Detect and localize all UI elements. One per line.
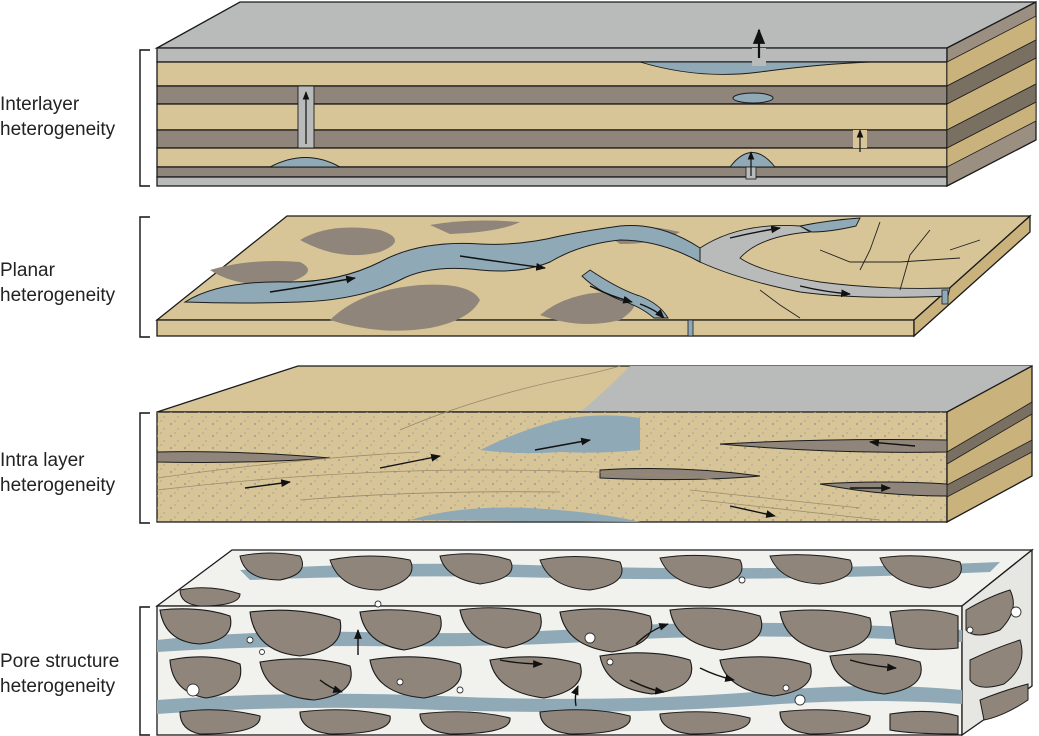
intra-arrow-3 xyxy=(534,437,591,451)
planar-arrow-1 xyxy=(269,275,356,293)
pore-arrow-4 xyxy=(629,679,665,695)
intra-arrow-4 xyxy=(869,438,916,447)
interlayer-sand-2 xyxy=(156,103,948,131)
planar-front-face xyxy=(156,319,915,337)
label-pore-structure-line1: Pore structure xyxy=(0,651,120,672)
pore-grains-top xyxy=(179,552,962,607)
planar-front-fracture xyxy=(687,319,694,337)
planar-arrow-6 xyxy=(799,285,851,298)
block-interlayer xyxy=(154,0,1037,188)
planar-arrow-5 xyxy=(729,225,781,239)
interlayer-top-face xyxy=(154,1,1037,49)
bracket-interlayer xyxy=(139,49,150,187)
planar-side-face xyxy=(913,214,1031,338)
planar-arrow-4 xyxy=(639,303,665,319)
intra-water xyxy=(480,415,640,454)
planar-main-channel xyxy=(183,225,701,304)
pore-grains-side xyxy=(965,589,1029,721)
pore-arrow-1 xyxy=(319,679,343,693)
bracket-group xyxy=(139,49,150,736)
label-intra-layer-line1: Intra layer xyxy=(0,450,85,471)
block-planar xyxy=(155,214,1032,338)
pore-arrow-7 xyxy=(849,659,897,672)
label-interlayer: Interlayer heterogeneity xyxy=(0,92,135,142)
intra-arrow-1 xyxy=(244,479,291,489)
label-intra-layer: Intra layer heterogeneity xyxy=(0,448,135,498)
interlayer-mud-2 xyxy=(156,129,948,149)
label-pore-structure-line2: heterogeneity xyxy=(0,676,116,697)
label-intra-layer-line2: heterogeneity xyxy=(0,475,116,496)
bracket-pore-structure xyxy=(139,606,150,736)
label-interlayer-line2: heterogeneity xyxy=(0,119,116,140)
bracket-planar xyxy=(139,216,150,338)
interlayer-water-bottom-mid xyxy=(729,152,776,168)
planar-arrow-3 xyxy=(589,285,633,304)
label-planar-line2: heterogeneity xyxy=(0,285,116,306)
intra-bedding-lines xyxy=(156,365,881,521)
intra-arrow-6 xyxy=(729,505,776,518)
bracket-intra-layer xyxy=(139,412,150,524)
interlayer-water-top xyxy=(639,61,871,75)
intra-mud-lens-mid xyxy=(599,467,761,481)
interlayer-water-bottom-left xyxy=(269,157,342,168)
label-planar-line1: Planar xyxy=(0,260,55,281)
block-pore-structure xyxy=(155,548,1034,736)
label-planar: Planar heterogeneity xyxy=(0,258,135,308)
block-intra-layer xyxy=(156,364,1033,524)
pore-arrow-8 xyxy=(571,685,579,707)
interlayer-lens xyxy=(732,92,774,104)
pore-arrow-5 xyxy=(635,623,669,645)
pore-arrow-3 xyxy=(499,659,543,668)
pore-bubbles xyxy=(186,576,1022,706)
intra-top-gray xyxy=(580,366,1032,412)
planar-fractures xyxy=(759,221,981,319)
intra-mud-lens-right xyxy=(719,439,948,453)
intra-arrow-2 xyxy=(379,453,441,469)
interlayer-base xyxy=(156,176,948,187)
interlayer-mud-1 xyxy=(156,85,948,105)
interlayer-front-cap xyxy=(156,47,948,63)
interlayer-sand-1 xyxy=(156,61,948,87)
interlayer-mud-3 xyxy=(156,166,948,178)
planar-arrow-2 xyxy=(459,255,546,271)
label-interlayer-line1: Interlayer xyxy=(0,94,80,115)
pore-grains-front xyxy=(159,607,959,735)
label-pore-structure: Pore structure heterogeneity xyxy=(0,649,135,699)
pore-arrow-6 xyxy=(699,667,735,682)
